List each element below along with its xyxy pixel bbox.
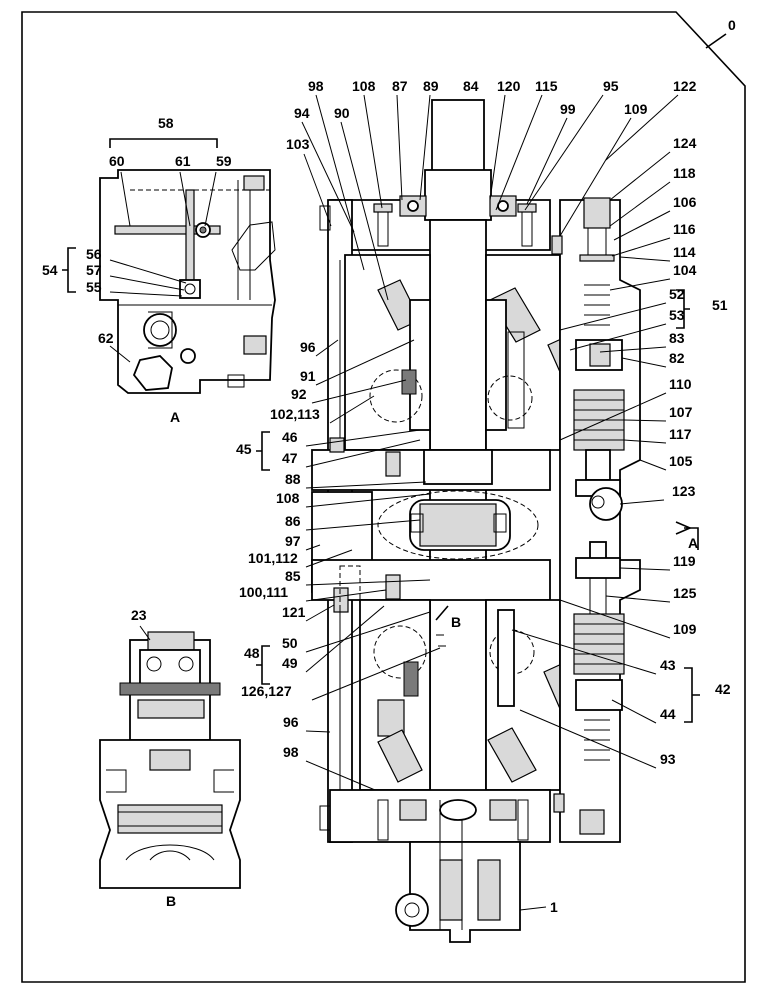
callout-95: 95 [603, 78, 619, 94]
view-a-caption: A [170, 409, 180, 425]
callout-87: 87 [392, 78, 408, 94]
callout-98t: 98 [308, 78, 324, 94]
callout-119: 119 [673, 553, 696, 569]
detail-a-callout-57: 57 [86, 262, 102, 278]
callout-109b: 109 [673, 621, 697, 637]
detail-a-callout-58: 58 [158, 115, 174, 131]
callout-108m: 108 [276, 490, 300, 506]
callout-45: 45 [236, 441, 252, 457]
callout-89: 89 [423, 78, 439, 94]
detail-view-b: B [99, 625, 241, 909]
callout-117: 117 [669, 426, 692, 442]
drawing-frame [21, 11, 746, 983]
callout-104: 104 [673, 262, 697, 278]
callout-124: 124 [673, 135, 697, 151]
callout-109t: 109 [624, 101, 648, 117]
callout-101: 101,112 [248, 550, 298, 566]
detail-view-a: A [62, 138, 276, 425]
callout-110: 110 [669, 376, 692, 392]
callout-50: 50 [282, 635, 298, 651]
callout-84: 84 [463, 78, 479, 94]
callout-126: 126,127 [241, 683, 292, 699]
callout-92: 92 [291, 386, 307, 402]
callout-51: 51 [712, 297, 728, 313]
callout-44: 44 [660, 706, 676, 722]
detail-a-callout-55: 55 [86, 279, 102, 295]
detail-b-callout-23: 23 [131, 607, 147, 623]
callout-47: 47 [282, 450, 298, 466]
callout-94: 94 [294, 105, 310, 121]
callout-115: 115 [535, 78, 558, 94]
callout-82: 82 [669, 350, 685, 366]
main-pump-assembly [256, 94, 700, 943]
callout-97: 97 [285, 533, 301, 549]
callout-49: 49 [282, 655, 298, 671]
detail-a-callout-54: 54 [42, 262, 58, 278]
callout-96t: 96 [300, 339, 316, 355]
callout-46: 46 [282, 429, 298, 445]
callout-Barrow: B [451, 614, 461, 630]
callout-105: 105 [669, 453, 693, 469]
callout-116: 116 [673, 221, 696, 237]
callout-121: 121 [282, 604, 306, 620]
callout-108t: 108 [352, 78, 376, 94]
view-b-caption: B [166, 893, 176, 909]
callout-96b: 96 [283, 714, 299, 730]
detail-a-callout-62: 62 [98, 330, 114, 346]
corner-label: 0 [728, 17, 736, 33]
detail-a-callout-60: 60 [109, 153, 125, 169]
callout-42: 42 [715, 681, 731, 697]
callout-86: 86 [285, 513, 301, 529]
detail-a-callout-61: 61 [175, 153, 191, 169]
callout-Aarrow: A [688, 535, 698, 551]
detail-a-callout-56: 56 [86, 246, 102, 262]
detail-a-callout-59: 59 [216, 153, 232, 169]
callout-labels: 98 108 87 89 84 120 115 95 122 94 90 99 109 103 124 118… [42, 78, 731, 915]
callout-120: 120 [497, 78, 521, 94]
callout-1: 1 [550, 899, 558, 915]
callout-102: 102,113 [270, 406, 320, 422]
callout-53: 53 [669, 307, 685, 323]
callout-106: 106 [673, 194, 697, 210]
callout-125: 125 [673, 585, 697, 601]
callout-99: 99 [560, 101, 576, 117]
callout-122: 122 [673, 78, 697, 94]
callout-100: 100,111 [239, 584, 288, 600]
callout-118: 118 [673, 165, 696, 181]
callout-88: 88 [285, 471, 301, 487]
callout-90: 90 [334, 105, 350, 121]
corner-leader-line [705, 33, 727, 49]
callout-43: 43 [660, 657, 676, 673]
callout-98b: 98 [283, 744, 299, 760]
callout-52: 52 [669, 286, 685, 302]
callout-107: 107 [669, 404, 693, 420]
callout-91: 91 [300, 368, 316, 384]
callout-114: 114 [673, 244, 696, 260]
callout-85: 85 [285, 568, 301, 584]
callout-103: 103 [286, 136, 310, 152]
callout-123: 123 [672, 483, 696, 499]
callout-83: 83 [669, 330, 685, 346]
callout-93: 93 [660, 751, 676, 767]
callout-48: 48 [244, 645, 260, 661]
